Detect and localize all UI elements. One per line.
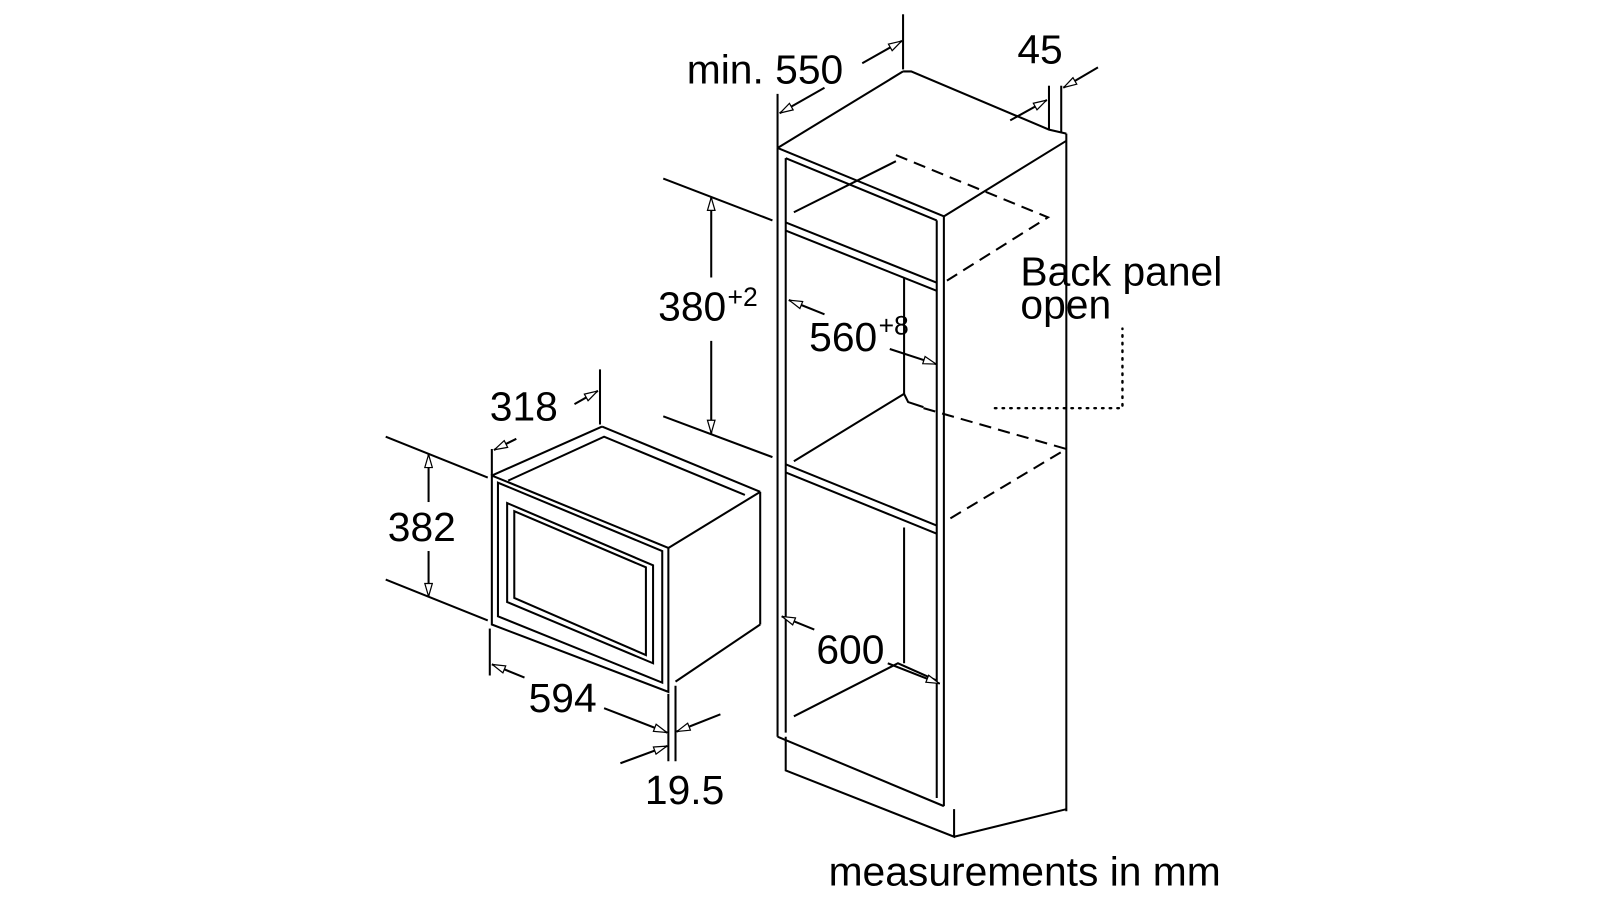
housing-width-label: 600 [816, 626, 884, 672]
dimension-appliance-height: 382 [385, 435, 489, 622]
appliance-top-left-edge [491, 425, 603, 477]
appliance-front-frame-outer [490, 473, 670, 694]
upper-shelf-front-edge [785, 221, 938, 284]
front-frame-label: 19.5 [645, 767, 724, 813]
niche-height-value: 380 [658, 283, 726, 329]
housing-cabinet [776, 70, 1068, 839]
lower-shelf-front-lower-edge [785, 471, 938, 535]
dimension-back-gap: 45 [1009, 26, 1099, 133]
front-frame-arrow-right [677, 713, 721, 733]
appliance-top-back-edge [601, 425, 761, 493]
upper-shelf-left-edge [793, 160, 897, 214]
dimension-appliance-depth: 318 [490, 369, 602, 476]
appliance-width-arrow-right [603, 707, 667, 734]
housing-top-left-edge [777, 70, 904, 149]
back-gap-arrow-left [1009, 99, 1047, 122]
upper-shelf-front-lower-edge [785, 229, 938, 292]
lower-back-panel-dashed [923, 407, 1069, 522]
housing-top-back-edge [903, 70, 1067, 135]
depth-arrow-front [780, 86, 825, 115]
appliance-height-extension-bottom [385, 578, 489, 622]
depth-label: min. 550 [687, 47, 843, 93]
niche-height-tolerance: +2 [728, 282, 758, 312]
lower-shelf-left-edge [793, 392, 924, 463]
dimension-housing-width: 600 [782, 615, 940, 685]
dimension-niche-width: 560 +8 [789, 299, 937, 366]
niche-width-arrow-left [789, 299, 825, 316]
cabinet-floor-left-edge [793, 662, 938, 718]
appliance-width-label: 594 [529, 675, 597, 721]
niche-height-extension-bottom [662, 415, 773, 459]
microwave-appliance [490, 425, 762, 694]
appliance-height-extension-top [385, 435, 489, 479]
front-frame-arrow-left [620, 744, 667, 765]
back-panel-note: Back panel open [1020, 249, 1222, 328]
back-gap-arrow-right [1063, 66, 1099, 89]
housing-top-front-edge [777, 147, 945, 218]
units-note: measurements in mm [829, 849, 1221, 895]
appliance-door-window [506, 501, 655, 665]
appliance-depth-label: 318 [490, 383, 558, 429]
niche-height-extension-top [662, 177, 773, 222]
housing-bottom-front-edge [777, 735, 945, 808]
back-panel-note-line-1: Back panel [1020, 249, 1222, 295]
appliance-top-right-edge [667, 490, 761, 549]
upper-back-panel-dashed [895, 154, 1051, 282]
appliance-depth-arrow-front [494, 437, 517, 451]
housing-plinth [784, 736, 1067, 839]
back-gap-label: 45 [1017, 26, 1062, 72]
housing-top-right-edge [943, 139, 1067, 218]
appliance-front-frame-inner [496, 481, 664, 685]
appliance-width-arrow-left [492, 663, 525, 679]
niche-width-value: 560 [809, 314, 877, 360]
appliance-depth-arrow-back [573, 389, 597, 405]
appliance-height-label: 382 [388, 504, 456, 550]
lower-shelf-front-edge [785, 463, 938, 527]
back-panel-open-outline [895, 154, 1069, 522]
dimension-min-depth: min. 550 [687, 14, 905, 148]
niche-width-tolerance: +8 [879, 311, 909, 341]
back-panel-note-line-2: open [1020, 281, 1111, 327]
appliance-bottom-right-edge [674, 623, 761, 683]
housing-top-front-inner-edge [785, 157, 938, 222]
niche-width-arrow-right [889, 348, 937, 366]
appliance-top-inner-edge [507, 435, 746, 496]
dimension-front-frame: 19.5 [620, 685, 724, 813]
back-panel-note-leader [993, 327, 1124, 410]
dimension-appliance-width: 594 [488, 628, 670, 762]
housing-width-arrow-left [782, 615, 815, 631]
appliance-door-window-inner [513, 509, 647, 657]
dimension-niche-height: 380 +2 [658, 177, 773, 459]
housing-width-arrow-right [887, 662, 940, 685]
depth-arrow-back [861, 39, 902, 65]
